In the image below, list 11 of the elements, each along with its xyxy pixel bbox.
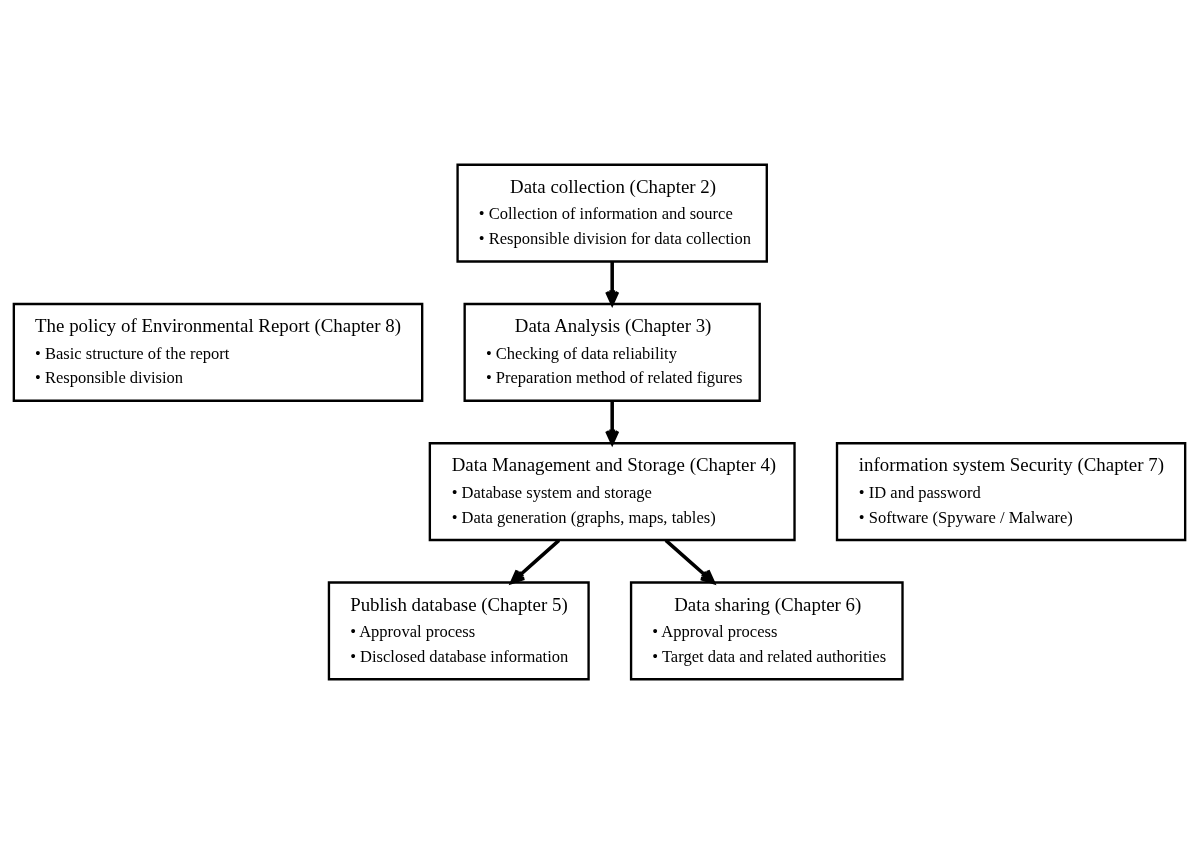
node-box: Data collection (Chapter 2) • Collection of information and source • Responsible division for data collection <box>456 163 768 263</box>
node-box: The policy of Environmental Report (Chapter 8) • Basic structure of the report • Responsible division <box>12 302 424 402</box>
arrow <box>664 538 715 584</box>
node-box: Data sharing (Chapter 6) • Approval process • Target data and related authorities <box>629 580 904 680</box>
node-box: Publish database (Chapter 5) • Approval process • Disclosed database information <box>327 580 590 680</box>
arrow <box>605 261 620 306</box>
node-box: information system Security (Chapter 7) • ID and password • Software (Spyware / Malware) <box>835 441 1187 541</box>
arrow <box>605 400 620 445</box>
node-box: Data Management and Storage (Chapter 4) • Database system and storage • Data generation (graphs, maps, tables) <box>428 441 796 541</box>
arrow <box>510 538 561 584</box>
node-box: Data Analysis (Chapter 3) • Checking of data reliability • Preparation method of related figures <box>463 302 761 402</box>
